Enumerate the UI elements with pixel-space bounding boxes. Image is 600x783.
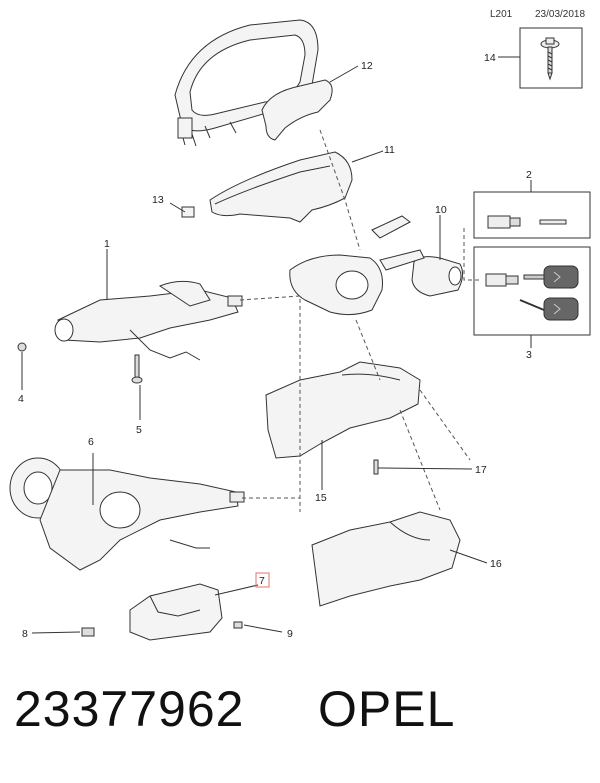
assembly-guides bbox=[239, 129, 480, 512]
diagram-code: L201 bbox=[490, 9, 513, 20]
part-11-upper-column-cover bbox=[181, 151, 353, 223]
callout-12: 12 bbox=[361, 60, 373, 72]
callout-10: 10 bbox=[435, 204, 447, 216]
part-15-lower-column-cover bbox=[265, 361, 421, 459]
callout-8: 8 bbox=[22, 628, 28, 640]
callout-14: 14 bbox=[484, 52, 496, 64]
part-1-steering-column bbox=[54, 280, 243, 361]
callout-7: 7 bbox=[259, 575, 265, 587]
part-7-bracket bbox=[129, 583, 223, 641]
screw-4 bbox=[17, 342, 27, 352]
part-12-instrument-cluster bbox=[174, 19, 333, 147]
part-6-steering-column-electric bbox=[9, 457, 245, 571]
callout-7-highlight bbox=[255, 572, 270, 588]
callout-6: 6 bbox=[88, 436, 94, 448]
screw-5 bbox=[131, 354, 143, 384]
callout-2: 2 bbox=[526, 169, 532, 181]
callout-16: 16 bbox=[490, 558, 502, 570]
brand-name: OPEL bbox=[318, 681, 456, 737]
callout-17: 17 bbox=[475, 464, 487, 476]
callout-9: 9 bbox=[287, 628, 293, 640]
part-3-inset bbox=[473, 246, 591, 336]
callout-15: 15 bbox=[315, 492, 327, 504]
part-16-lower-cover bbox=[311, 511, 461, 607]
callout-1: 1 bbox=[104, 238, 110, 250]
screw-8 bbox=[81, 627, 95, 637]
callout-3: 3 bbox=[526, 349, 532, 361]
screw-icon bbox=[540, 37, 560, 81]
screw-9 bbox=[233, 621, 243, 629]
car-key-icon bbox=[523, 265, 579, 289]
part-number: 23377962 bbox=[14, 681, 245, 737]
part-2-inset bbox=[473, 191, 591, 239]
callout-5: 5 bbox=[136, 424, 142, 436]
screw-17 bbox=[373, 459, 379, 475]
switch-module bbox=[289, 215, 425, 316]
callout-4: 4 bbox=[18, 393, 24, 405]
diagram-date: 23/03/2018 bbox=[535, 9, 586, 20]
callout-11: 11 bbox=[384, 144, 395, 156]
callout-13: 13 bbox=[152, 194, 164, 206]
leader-lines bbox=[21, 56, 532, 634]
part-10-ignition-lock bbox=[411, 256, 464, 297]
part-14-inset bbox=[519, 27, 583, 89]
car-key-icon bbox=[519, 297, 579, 321]
